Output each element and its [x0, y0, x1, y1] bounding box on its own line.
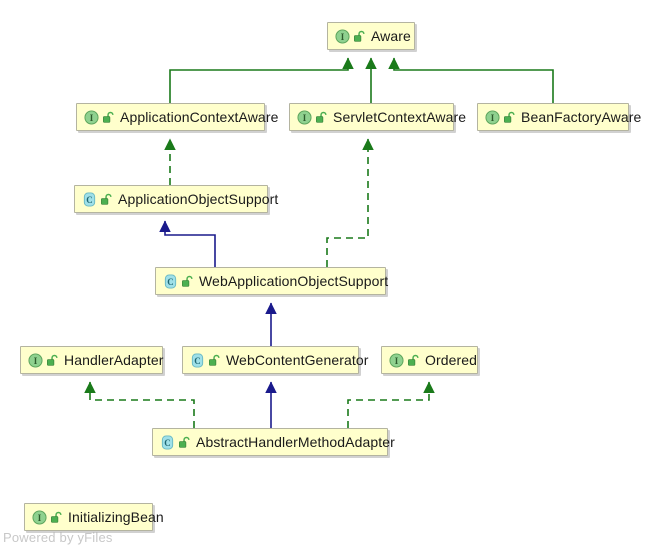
- unlocked-padlock-icon: [47, 354, 58, 366]
- svg-text:C: C: [167, 276, 173, 286]
- interface-icon: I: [297, 109, 312, 125]
- uml-node-label: ApplicationObjectSupport: [118, 191, 279, 207]
- interface-icon: I: [485, 109, 500, 125]
- uml-node-applicationObjectSupport[interactable]: C ApplicationObjectSupport: [74, 185, 278, 213]
- class-icon: C: [164, 273, 177, 289]
- unlocked-padlock-icon: [354, 30, 365, 42]
- uml-node-webContentGenerator[interactable]: C WebContentGenerator: [182, 346, 368, 374]
- uml-node-servletContextAware[interactable]: I ServletContextAware: [289, 103, 466, 131]
- unlocked-padlock-icon: [316, 111, 327, 123]
- unlocked-padlock-icon: [182, 275, 193, 287]
- interface-icon: I: [28, 352, 43, 368]
- svg-text:I: I: [303, 112, 307, 122]
- edge-webapplicationobjectsupport-to-applicationobjectsupport: [159, 220, 216, 267]
- class-icon: C: [83, 191, 96, 207]
- svg-text:I: I: [90, 112, 94, 122]
- uml-node-webApplicationObjectSupport[interactable]: C WebApplicationObjectSupport: [155, 267, 389, 295]
- svg-text:I: I: [491, 112, 495, 122]
- svg-text:C: C: [86, 194, 92, 204]
- unlocked-padlock-icon: [504, 111, 515, 123]
- edge-webapplicationobjectsupport-to-servletcontextaware: [326, 138, 374, 267]
- uml-node-label: WebApplicationObjectSupport: [199, 273, 389, 289]
- uml-node-label: ApplicationContextAware: [120, 109, 279, 125]
- uml-node-initializingBean[interactable]: I InitializingBean: [24, 503, 164, 531]
- uml-node-label: Aware: [371, 28, 411, 44]
- uml-node-label: AbstractHandlerMethodAdapter: [196, 434, 395, 450]
- edge-applicationcontextaware-to-aware: [169, 57, 354, 103]
- unlocked-padlock-icon: [209, 354, 220, 366]
- uml-node-label: HandlerAdapter: [64, 352, 164, 368]
- uml-node-handlerAdapter[interactable]: I HandlerAdapter: [20, 346, 163, 374]
- uml-node-label: Ordered: [425, 352, 478, 368]
- edge-beanfactoryaware-to-aware: [388, 57, 554, 103]
- svg-text:I: I: [341, 31, 345, 41]
- yfiles-watermark: Powered by yFiles: [3, 530, 113, 545]
- uml-node-label: InitializingBean: [68, 509, 164, 525]
- uml-node-label: ServletContextAware: [333, 109, 467, 125]
- svg-text:I: I: [395, 355, 399, 365]
- interface-icon: I: [335, 28, 350, 44]
- unlocked-padlock-icon: [101, 193, 112, 205]
- unlocked-padlock-icon: [51, 511, 62, 523]
- unlocked-padlock-icon: [179, 436, 190, 448]
- svg-text:C: C: [164, 437, 170, 447]
- uml-node-applicationContextAware[interactable]: I ApplicationContextAware: [76, 103, 278, 131]
- class-icon: C: [191, 352, 204, 368]
- unlocked-padlock-icon: [103, 111, 114, 123]
- unlocked-padlock-icon: [408, 354, 419, 366]
- interface-icon: I: [389, 352, 404, 368]
- uml-node-aware[interactable]: I Aware: [327, 22, 415, 50]
- svg-text:I: I: [38, 512, 42, 522]
- edge-abstracthandlermethodadapter-to-ordered: [347, 381, 435, 428]
- uml-node-label: BeanFactoryAware: [521, 109, 642, 125]
- edge-abstracthandlermethodadapter-to-handleradapter: [84, 381, 195, 428]
- interface-icon: I: [84, 109, 99, 125]
- uml-node-abstractHandlerMethodAdapter[interactable]: C AbstractHandlerMethodAdapter: [152, 428, 395, 456]
- class-icon: C: [161, 434, 174, 450]
- uml-node-beanFactoryAware[interactable]: I BeanFactoryAware: [477, 103, 641, 131]
- interface-icon: I: [32, 509, 47, 525]
- svg-text:I: I: [34, 355, 38, 365]
- svg-text:C: C: [194, 355, 200, 365]
- uml-node-ordered[interactable]: I Ordered: [381, 346, 478, 374]
- uml-node-label: WebContentGenerator: [226, 352, 369, 368]
